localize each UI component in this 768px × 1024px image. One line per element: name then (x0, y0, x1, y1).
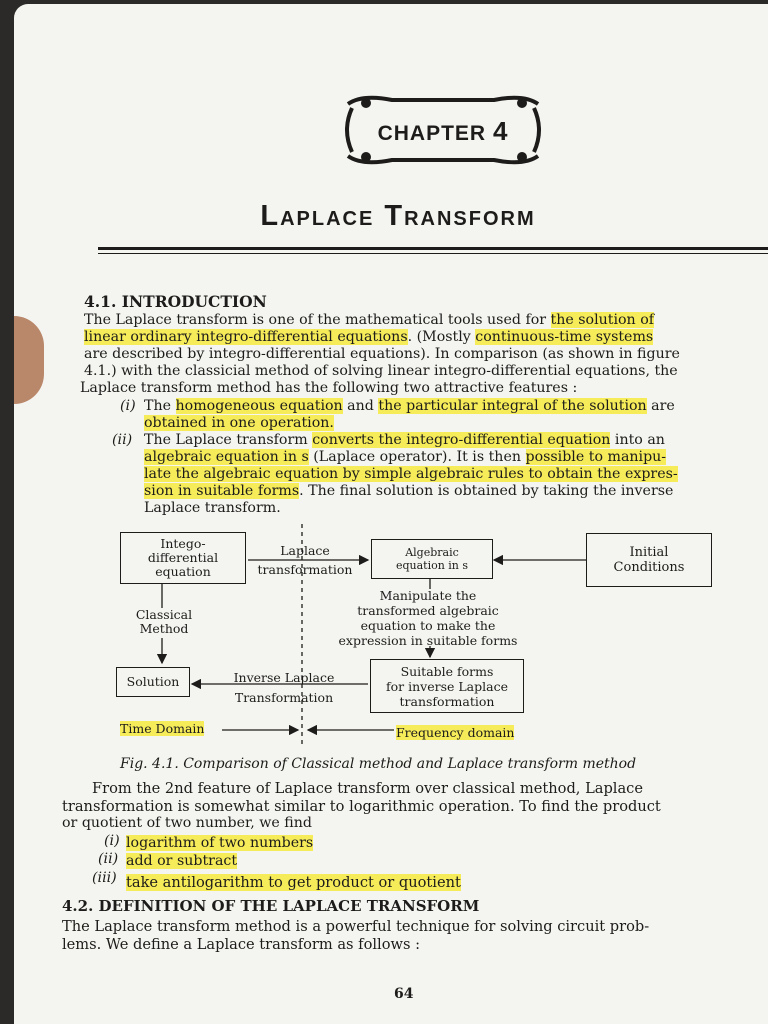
highlighted-text: algebraic equation in s (144, 449, 309, 465)
feature-item-2-line5: Laplace transform. (144, 500, 281, 516)
highlighted-text: Time Domain (120, 721, 205, 736)
text-span: The (144, 398, 176, 414)
feature-item-1-cont: obtained in one operation. (144, 415, 334, 432)
highlighted-text: obtained in one operation. (144, 415, 334, 431)
page-number: 64 (394, 986, 414, 1002)
box-text: Suitable forms (400, 663, 494, 679)
box-text: differential (147, 550, 219, 565)
intro-line-5: Laplace transform method has the followi… (80, 380, 578, 396)
text-span: are (646, 398, 675, 414)
highlighted-text: homogeneous equation (175, 398, 343, 414)
para2-line-1: From the 2nd feature of Laplace transfor… (92, 780, 643, 797)
figure-connectors (156, 524, 586, 744)
title-rule (98, 247, 768, 250)
list-marker: (iii) (92, 870, 117, 886)
box-text: equation in s (395, 559, 469, 572)
para2-line-3: or quotient of two number, we find (62, 815, 312, 831)
label-laplace-transformation: Laplace transformation (246, 544, 364, 577)
label-time-domain: Time Domain (120, 721, 205, 736)
box-text: Intego- (160, 536, 206, 551)
label-text: Manipulate the (379, 588, 477, 603)
highlighted-text: converts the integro-differential equati… (312, 432, 611, 448)
intro-line-1: The Laplace transform is one of the math… (84, 312, 654, 329)
highlighted-text: sion in suitable forms (144, 483, 300, 499)
feature-item-2-line3: late the algebraic equation by simple al… (144, 466, 678, 483)
list-marker: (ii) (98, 851, 119, 867)
chapter-word: CHAPTER (377, 122, 487, 145)
text-span: . (Mostly (407, 329, 476, 345)
feature-item-2-line4: sion in suitable forms. The final soluti… (144, 483, 673, 500)
text-span: (Laplace operator). It is then (308, 449, 526, 465)
section-heading-definition: 4.2. DEFINITION OF THE LAPLACE TRANSFORM (62, 897, 480, 915)
highlighted-text: late the algebraic equation by simple al… (144, 466, 678, 482)
label-text: transformed algebraic (357, 603, 499, 618)
highlighted-text: possible to manipu- (525, 449, 667, 465)
ornament-frame-icon (345, 95, 541, 165)
definition-line-1: The Laplace transform method is a powerf… (62, 918, 650, 935)
label-text: Laplace (280, 543, 330, 558)
chapter-title: Laplace Transform (260, 200, 536, 232)
highlighted-text: continuous-time systems (475, 329, 654, 345)
section-heading-introduction: 4.1. INTRODUCTION (84, 292, 267, 311)
box-integro-differential: Intego- differential equation (120, 532, 246, 584)
list-item-logarithm: logarithm of two numbers (126, 835, 314, 852)
box-text: equation (155, 564, 211, 579)
text-span: The Laplace transform (144, 432, 313, 448)
feature-item-2: The Laplace transform converts the integ… (144, 432, 665, 449)
figure-caption: Fig. 4.1. Comparison of Classical method… (120, 756, 637, 772)
definition-line-2: lems. We define a Laplace transform as f… (62, 936, 421, 953)
highlighted-text: the particular integral of the solution (378, 398, 647, 414)
highlighted-text: add or subtract (126, 853, 238, 869)
label-text: transformation (257, 562, 353, 577)
label-classical-method: Classical Method (116, 608, 212, 636)
label-text: Method (139, 621, 189, 636)
highlighted-text: logarithm of two numbers (126, 835, 314, 851)
text-span: into an (610, 432, 665, 448)
box-solution: Solution (116, 667, 190, 697)
chapter-label: CHAPTER 4 (332, 116, 554, 147)
feature-item-1: The homogeneous equation and the particu… (144, 398, 675, 415)
title-rule-thin (98, 253, 768, 254)
intro-line-4: 4.1.) with the classicial method of solv… (84, 363, 678, 379)
highlighted-text: the solution of (550, 312, 654, 328)
intro-line-2: linear ordinary integro-differential equ… (84, 329, 654, 346)
text-span: . The final solution is obtained by taki… (299, 483, 674, 499)
chapter-ornament: CHAPTER 4 (332, 94, 554, 166)
para2-line-2: transformation is somewhat similar to lo… (62, 798, 661, 815)
label-text: Transformation (234, 690, 334, 705)
label-text: Inverse Laplace (233, 670, 335, 685)
item-marker: (ii) (112, 432, 133, 448)
text-span: and (342, 398, 379, 414)
label-inverse-laplace: Inverse Laplace Transformation (214, 670, 354, 706)
box-algebraic-equation: Algebraic equation in s (371, 539, 493, 579)
box-text: transformation (399, 693, 495, 709)
box-text: Conditions (613, 560, 685, 575)
feature-item-2-line2: algebraic equation in s (Laplace operato… (144, 449, 667, 466)
box-text: Initial (629, 545, 669, 560)
highlighted-text: take antilogarithm to get product or quo… (126, 874, 461, 891)
thumb (14, 316, 44, 404)
intro-line-3: are described by integro-differential eq… (84, 346, 680, 362)
box-suitable-forms: Suitable forms for inverse Laplace trans… (370, 659, 524, 713)
book-page: CHAPTER 4 Laplace Transform 4.1. INTRODU… (14, 4, 768, 1024)
box-initial-conditions: Initial Conditions (586, 533, 712, 587)
box-text: Algebraic (405, 546, 459, 559)
text-span: The Laplace transform is one of the math… (84, 312, 551, 328)
highlighted-text: Frequency domain (396, 725, 515, 740)
label-text: expression in suitable forms (338, 633, 518, 648)
label-text: Classical (135, 607, 193, 622)
list-item-antilog: take antilogarithm to get product or quo… (126, 874, 461, 891)
box-text: for inverse Laplace (386, 678, 508, 694)
highlighted-text: linear ordinary integro-differential equ… (84, 329, 408, 345)
chapter-number: 4 (492, 116, 509, 146)
label-frequency-domain: Frequency domain (396, 725, 515, 740)
item-marker: (i) (120, 398, 136, 414)
list-marker: (i) (104, 833, 120, 849)
label-manipulate: Manipulate the transformed algebraic equ… (338, 588, 518, 648)
list-item-add: add or subtract (126, 853, 238, 870)
label-text: equation to make the (360, 618, 496, 633)
